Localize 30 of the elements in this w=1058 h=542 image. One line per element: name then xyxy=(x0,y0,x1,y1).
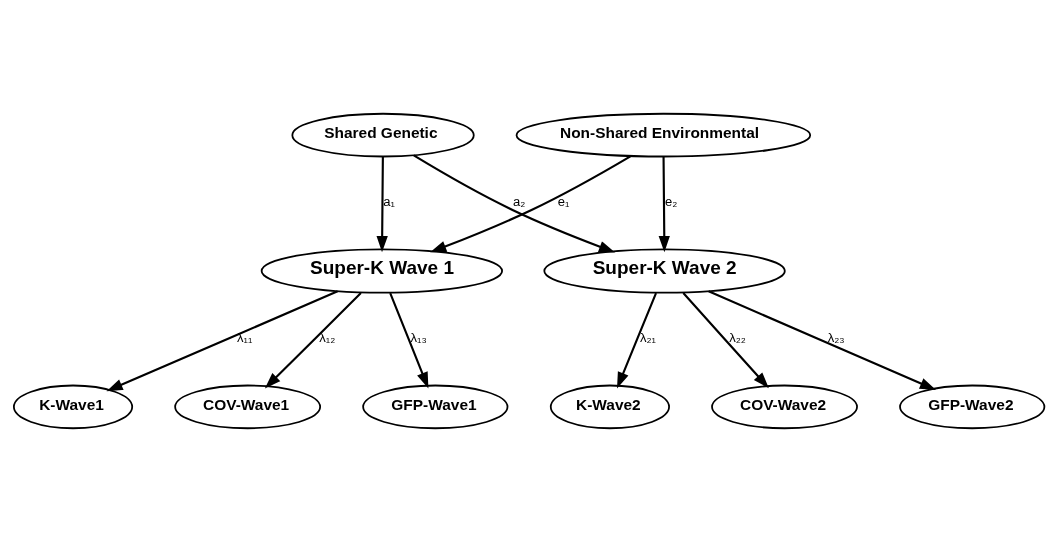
edge-label: λ₁₃ xyxy=(410,330,427,346)
edge-label: λ₁₂ xyxy=(319,330,336,346)
arrow xyxy=(682,292,769,389)
arrow xyxy=(389,292,429,389)
edge-label: e₂ xyxy=(664,194,678,210)
node-ellipse: COV-Wave2 xyxy=(711,384,858,430)
arrow xyxy=(376,156,388,253)
node-ellipse: K-Wave2 xyxy=(549,384,670,430)
edge-label: λ₂₁ xyxy=(639,330,656,346)
edge-label: a₂ xyxy=(512,194,526,210)
node-ellipse: Non-Shared Environmental xyxy=(515,112,812,158)
arrow xyxy=(708,290,937,390)
edge-label: λ₁₁ xyxy=(237,330,253,346)
node-ellipse: Shared Genetic xyxy=(291,112,475,158)
node-ellipse: GFP-Wave1 xyxy=(362,384,509,430)
edge-label: λ₂₃ xyxy=(827,330,845,346)
arrow xyxy=(617,292,657,389)
arrow xyxy=(264,292,362,389)
node-ellipse: Super-K Wave 1 xyxy=(260,248,503,294)
node-ellipse: Super-K Wave 2 xyxy=(543,248,786,294)
edge-label: e₁ xyxy=(557,194,570,210)
arrow xyxy=(658,156,670,253)
arrow xyxy=(413,154,616,253)
edge-label: a₁ xyxy=(383,194,395,210)
node-ellipse: GFP-Wave2 xyxy=(899,384,1046,430)
arrow xyxy=(430,155,631,253)
node-ellipse: K-Wave1 xyxy=(12,384,134,430)
edge-label: λ₂₂ xyxy=(729,330,746,346)
node-ellipse: COV-Wave1 xyxy=(174,384,322,430)
arrow xyxy=(106,290,339,392)
